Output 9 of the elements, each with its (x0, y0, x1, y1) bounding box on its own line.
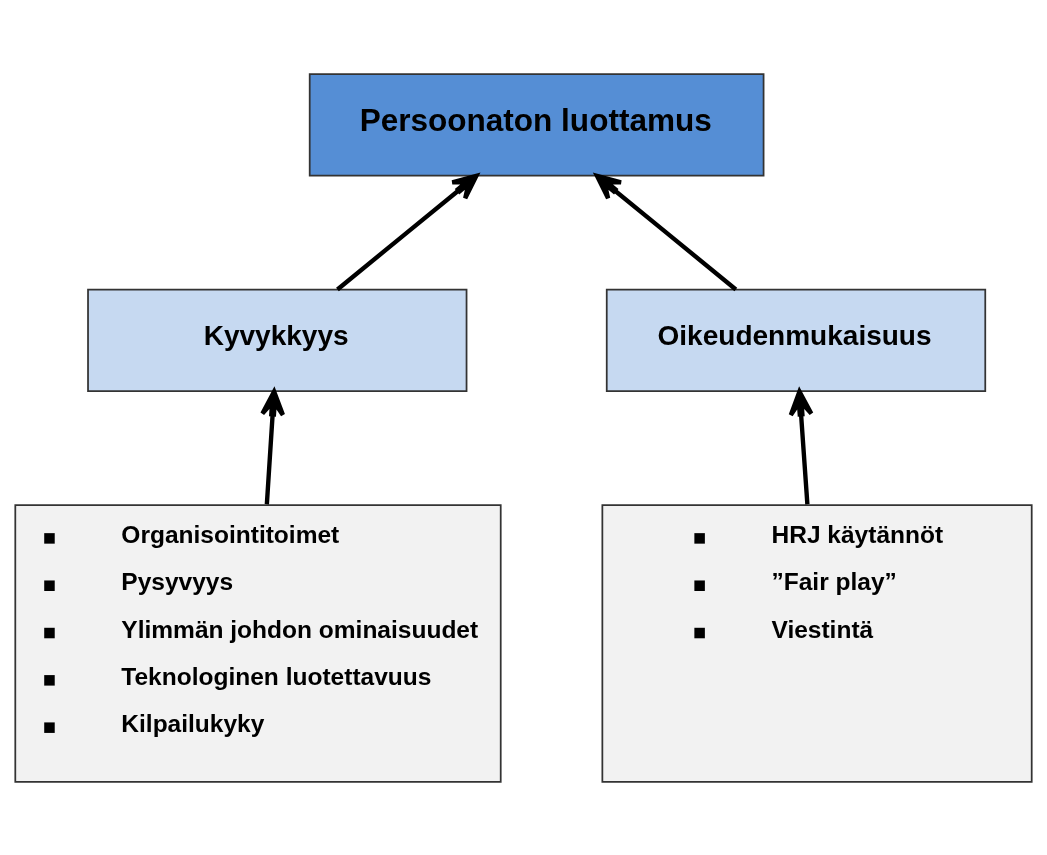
node-box: Organisointitoimet Pysyvyys Ylimmän johdon ominaisuudet Teknologinen luotettavuus Kilpailukyky (14, 503, 502, 783)
arrow (336, 173, 479, 291)
node-box: Persoonaton luottamus (308, 72, 765, 177)
arrow (260, 388, 286, 504)
node-box: Oikeudenmukaisuus (605, 288, 987, 392)
arrow (788, 388, 814, 504)
arrow (594, 173, 738, 291)
node-box: HRJ käytännöt ”Fair play” Viestintä (601, 503, 1033, 783)
node-box: Kyvykkyys (87, 288, 468, 392)
